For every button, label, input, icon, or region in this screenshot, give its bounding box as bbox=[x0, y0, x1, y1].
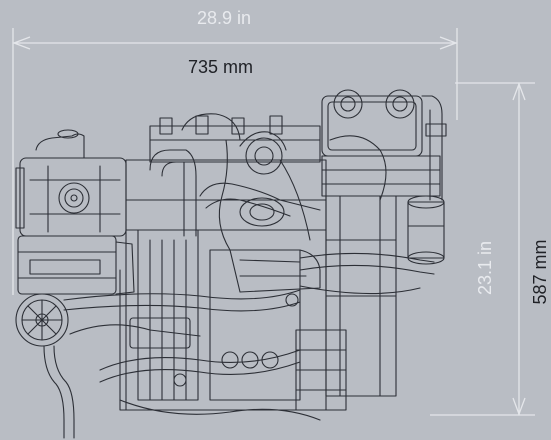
engine-block bbox=[119, 159, 327, 411]
height-inch-dimension bbox=[430, 82, 535, 416]
width-mm-label: 735 mm bbox=[188, 57, 254, 77]
marine-engine-drawing bbox=[15, 89, 447, 439]
lower-hoses bbox=[43, 289, 301, 439]
width-inch-dimension bbox=[12, 28, 458, 295]
expansion-canister bbox=[407, 195, 445, 265]
height-mm-label: 587 mm bbox=[530, 239, 550, 305]
wiring-harness bbox=[119, 113, 387, 421]
width-inch-label: 28.9 in bbox=[197, 8, 252, 28]
lower-left-housing bbox=[17, 235, 135, 295]
intake-manifold bbox=[149, 149, 321, 293]
height-inch-label: 23.1 in bbox=[475, 240, 495, 296]
right-lower-housing bbox=[295, 195, 435, 411]
valve-cover bbox=[149, 115, 321, 175]
heat-exchanger bbox=[321, 89, 447, 201]
oil-filter bbox=[15, 293, 69, 347]
coolant-tank bbox=[15, 129, 127, 237]
